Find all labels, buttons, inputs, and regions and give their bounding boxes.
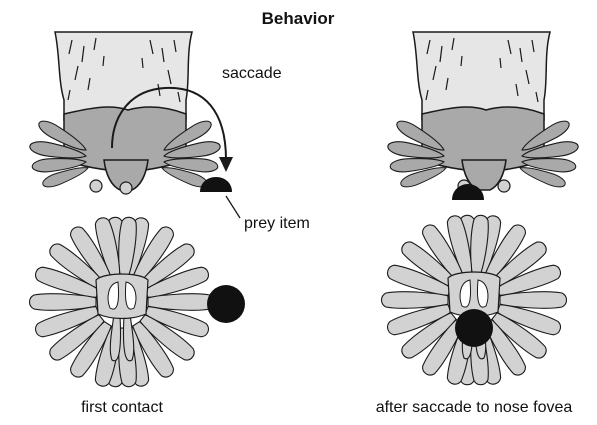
saccade-label: saccade	[222, 65, 282, 82]
prey-item-left-star	[207, 285, 245, 323]
star-ray-11	[110, 314, 120, 361]
figure-title: Behavior	[262, 9, 335, 28]
nostril-left-a	[90, 180, 102, 192]
prey-pointer-line	[226, 196, 240, 218]
prey-item-right-star	[455, 309, 493, 347]
star-right	[382, 214, 567, 386]
nostril-left-b	[120, 182, 132, 194]
star-left	[30, 216, 215, 388]
mole-head-left	[29, 32, 222, 194]
left-caption: first contact	[81, 399, 163, 416]
prey-item-label: prey item	[244, 215, 310, 232]
mole-head-right	[387, 32, 580, 192]
star-ray-11	[123, 314, 133, 361]
right-caption: after saccade to nose fovea	[376, 399, 573, 416]
star-center	[96, 274, 148, 319]
